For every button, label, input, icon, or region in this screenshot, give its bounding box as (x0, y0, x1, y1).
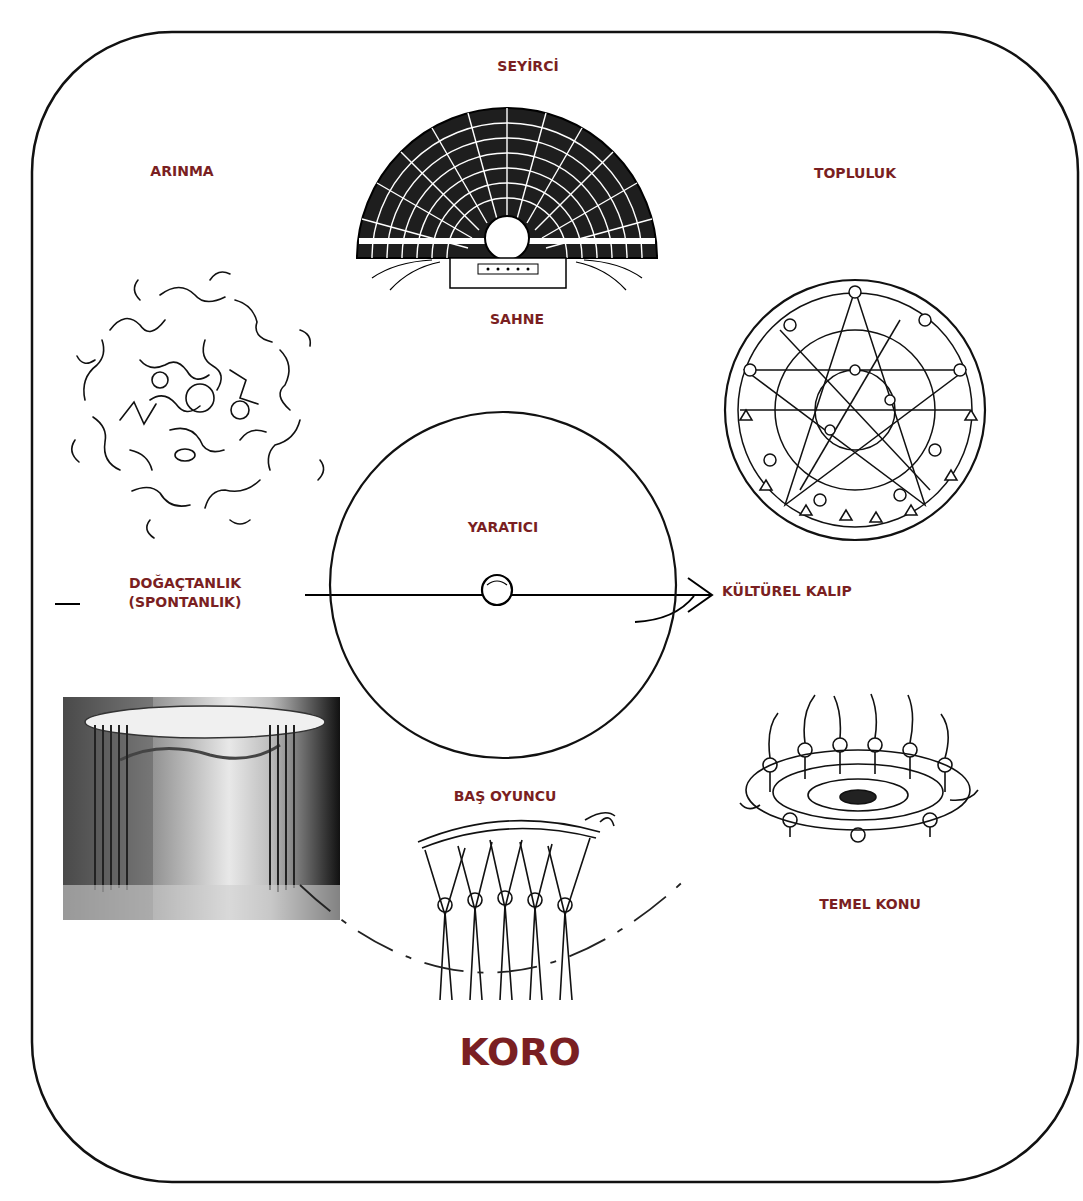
concept-label: TOPLULUK (814, 164, 896, 183)
sociogram (725, 280, 985, 540)
creator-circle: YARATICI (328, 410, 678, 760)
node-outline (328, 410, 678, 760)
concept-label: SAHNE (490, 310, 544, 329)
stage-curtain-picture (63, 697, 340, 920)
amphitheatre (357, 108, 657, 290)
chorus-figures (418, 813, 615, 1000)
catharsis-scribble (72, 272, 324, 538)
section-title: KORO (459, 1030, 581, 1074)
frame (32, 32, 1078, 1182)
concept-label: ARINMA (150, 162, 213, 181)
chorus-arc (300, 875, 690, 973)
theme-circle (740, 694, 978, 842)
concept-label: TEMEL KONU (819, 895, 921, 914)
concept-label: KÜLTÜREL KALIP (722, 582, 852, 601)
node-label: YARATICI (468, 518, 538, 537)
concept-label: BAŞ OYUNCU (454, 787, 557, 806)
concept-label: SEYİRCİ (497, 57, 558, 76)
axis-line (55, 575, 712, 622)
concept-label: DOĞAÇTANLIK (SPONTANLIK) (110, 574, 260, 612)
